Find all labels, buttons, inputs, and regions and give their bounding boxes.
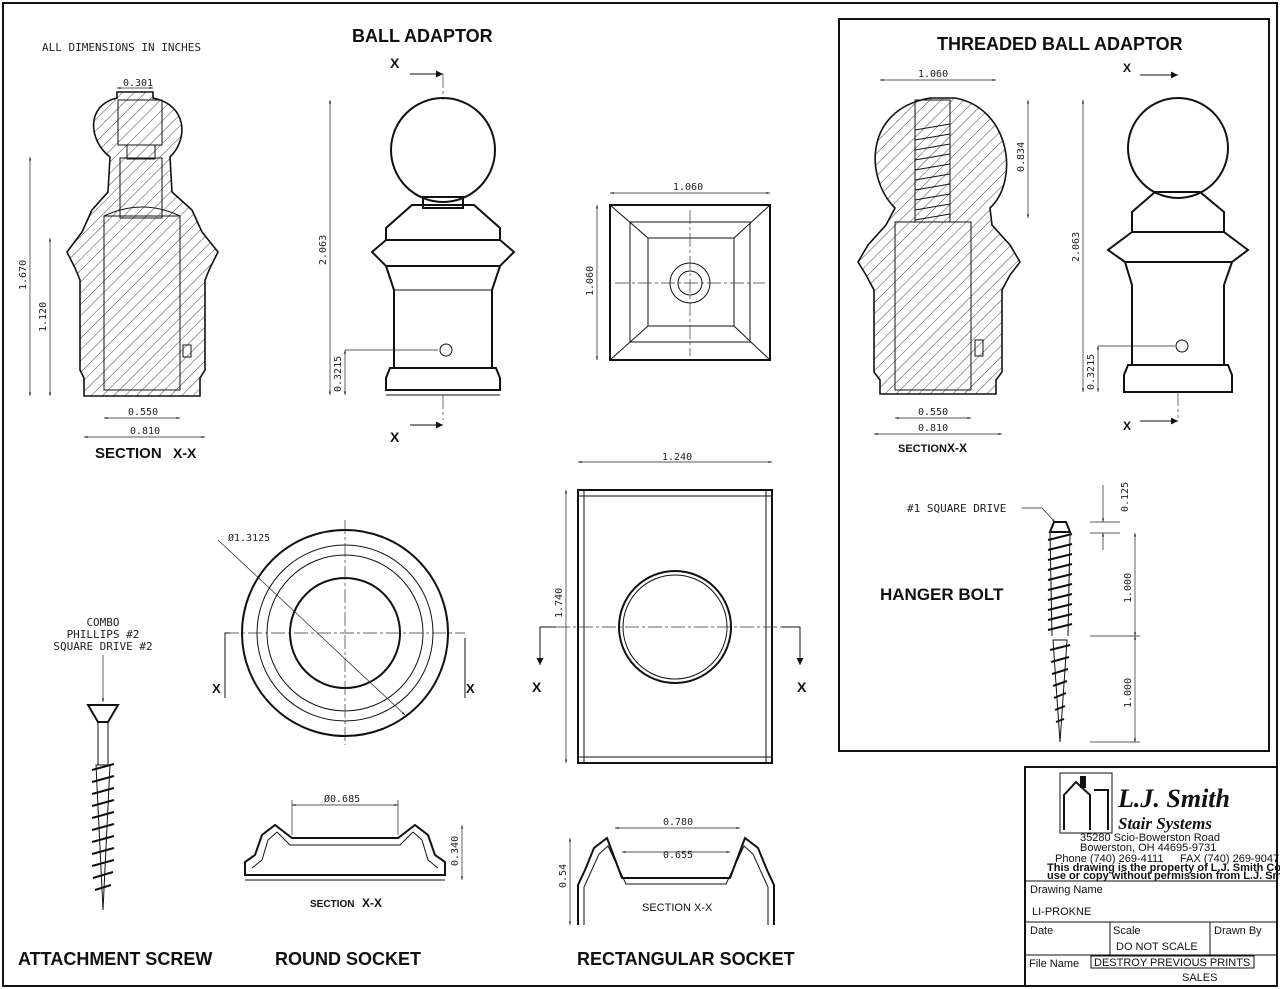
company-name: L.J. Smith <box>1117 784 1230 813</box>
hanger-drive-note: #1 SQUARE DRIVE <box>907 502 1006 515</box>
scale-value: DO NOT SCALE <box>1116 941 1198 953</box>
phone: Phone (740) 269-4111 <box>1055 853 1163 865</box>
threaded-ball-adaptor: THREADED BALL ADAPTOR 1.060 0.834 0.550 … <box>857 34 1250 455</box>
dim-1670: 1.670 <box>18 260 29 290</box>
round-socket-view: Ø1.3125 X X Ø0.685 0.340 SECTION X-X ROU… <box>212 520 475 969</box>
round-section-cut: X-X <box>362 896 382 910</box>
screw-note-1: COMBO <box>86 616 119 629</box>
rect-section-inner: 0.655 <box>663 850 693 861</box>
rect-cut-left: X <box>532 679 542 695</box>
thr-dim-1060: 1.060 <box>918 69 948 80</box>
company-name-2: Stair Systems <box>1118 814 1212 833</box>
rect-height: 1.740 <box>554 588 565 618</box>
screw-note-3: SQUARE DRIVE #2 <box>53 640 152 653</box>
rect-section-label: SECTION X-X <box>642 902 713 914</box>
hanger-bolt-view: #1 SQUARE DRIVE HANGER BOLT 0.125 1.000 … <box>880 482 1140 743</box>
round-socket-title: ROUND SOCKET <box>275 949 421 969</box>
round-section-height: 0.340 <box>450 836 461 866</box>
dim-sq-height: 1.060 <box>585 266 596 296</box>
file-name-value: DESTROY PREVIOUS PRINTS <box>1094 957 1250 969</box>
section-xx-view: ALL DIMENSIONS IN INCHES 0.301 1.670 1.1… <box>18 41 219 462</box>
pin-hole <box>439 343 453 357</box>
address-2: Bowerston, OH 44695-9731 <box>1080 842 1216 854</box>
drawing-name: LI-PROKNE <box>1032 906 1091 918</box>
title-block-border <box>1024 766 1278 987</box>
dim-0301: 0.301 <box>123 78 153 89</box>
disclaimer-1: This drawing is the property of L.J. Smi… <box>1047 862 1280 874</box>
cut-marker-top: X <box>390 55 400 71</box>
rect-section-height: 0.54 <box>558 864 569 888</box>
ball-adaptor-title: BALL ADAPTOR <box>352 26 493 46</box>
thr-dim-03215: 0.3215 <box>1086 354 1097 390</box>
disclaimer-2: use or copy without permission from L.J.… <box>1047 870 1280 882</box>
ball-adaptor-view: BALL ADAPTOR X 2.063 0.3215 X <box>318 26 516 445</box>
round-section-dia: Ø0.685 <box>324 793 360 805</box>
top-square-view: 1.060 1.060 <box>585 182 771 361</box>
date-label: Date <box>1030 925 1053 937</box>
file-name-label: File Name <box>1029 958 1079 970</box>
thr-dim-0810: 0.810 <box>918 423 948 434</box>
thr-dim-0834: 0.834 <box>1016 142 1027 172</box>
section-body <box>66 91 219 397</box>
screw-note-2: PHILLIPS #2 <box>67 628 140 641</box>
rect-socket-title: RECTANGULAR SOCKET <box>577 949 795 969</box>
rect-cut-right: X <box>797 679 807 695</box>
rect-socket-view: 1.240 1.740 X X 0.780 0.655 0.54 SECTION… <box>532 452 807 969</box>
units-note: ALL DIMENSIONS IN INCHES <box>42 41 201 54</box>
company-logo: L.J. Smith Stair Systems <box>1059 772 1230 834</box>
address-1: 35280 Scio-Bowerston Road <box>1080 832 1220 844</box>
section-bore <box>103 215 181 391</box>
section-xx-title: SECTION <box>95 445 162 462</box>
thr-cut-bottom: X <box>1123 419 1131 433</box>
rect-outer <box>577 489 773 764</box>
threaded-title: THREADED BALL ADAPTOR <box>937 34 1183 54</box>
thr-dim-2063: 2.063 <box>1071 232 1082 262</box>
thr-cut-top: X <box>1123 61 1131 75</box>
round-dia: Ø1.3125 <box>228 532 270 544</box>
dim-03215: 0.3215 <box>333 356 344 392</box>
round-cut-left: X <box>212 681 221 696</box>
round-section-title: SECTION <box>310 899 354 910</box>
dim-0810: 0.810 <box>130 426 160 437</box>
threaded-box <box>838 18 1270 752</box>
dim-2063: 2.063 <box>318 235 329 265</box>
square-outer <box>609 204 771 361</box>
dept: SALES <box>1182 972 1217 984</box>
dim-1120: 1.120 <box>38 302 49 332</box>
dim-sq-width: 1.060 <box>673 182 703 193</box>
fax: FAX (740) 269-9047 <box>1180 853 1279 865</box>
dim-0550: 0.550 <box>128 407 158 418</box>
hanger-dim-1000a: 1.000 <box>1123 573 1134 603</box>
round-cut-right: X <box>466 681 475 696</box>
drawn-by-label: Drawn By <box>1214 925 1262 937</box>
section-xx-cut: X-X <box>173 445 197 461</box>
scale-label: Scale <box>1113 925 1141 937</box>
thr-section-title: SECTION <box>898 443 947 455</box>
thr-section-cut: X-X <box>947 441 967 455</box>
rect-section-top: 0.780 <box>663 817 693 828</box>
attachment-screw-title: ATTACHMENT SCREW <box>18 949 212 969</box>
thr-dim-0550: 0.550 <box>918 407 948 418</box>
hanger-bolt-title: HANGER BOLT <box>880 585 1004 604</box>
drawing-name-label: Drawing Name <box>1030 884 1103 896</box>
title-block: L.J. Smith Stair Systems 35280 Scio-Bowe… <box>1024 766 1280 987</box>
attachment-screw-view: COMBO PHILLIPS #2 SQUARE DRIVE #2 ATTACH… <box>18 616 212 969</box>
hanger-dim-0125: 0.125 <box>1120 482 1131 512</box>
ball <box>390 97 496 203</box>
cut-marker-bottom: X <box>390 429 400 445</box>
rect-width: 1.240 <box>662 452 692 463</box>
hanger-dim-1000b: 1.000 <box>1123 678 1134 708</box>
